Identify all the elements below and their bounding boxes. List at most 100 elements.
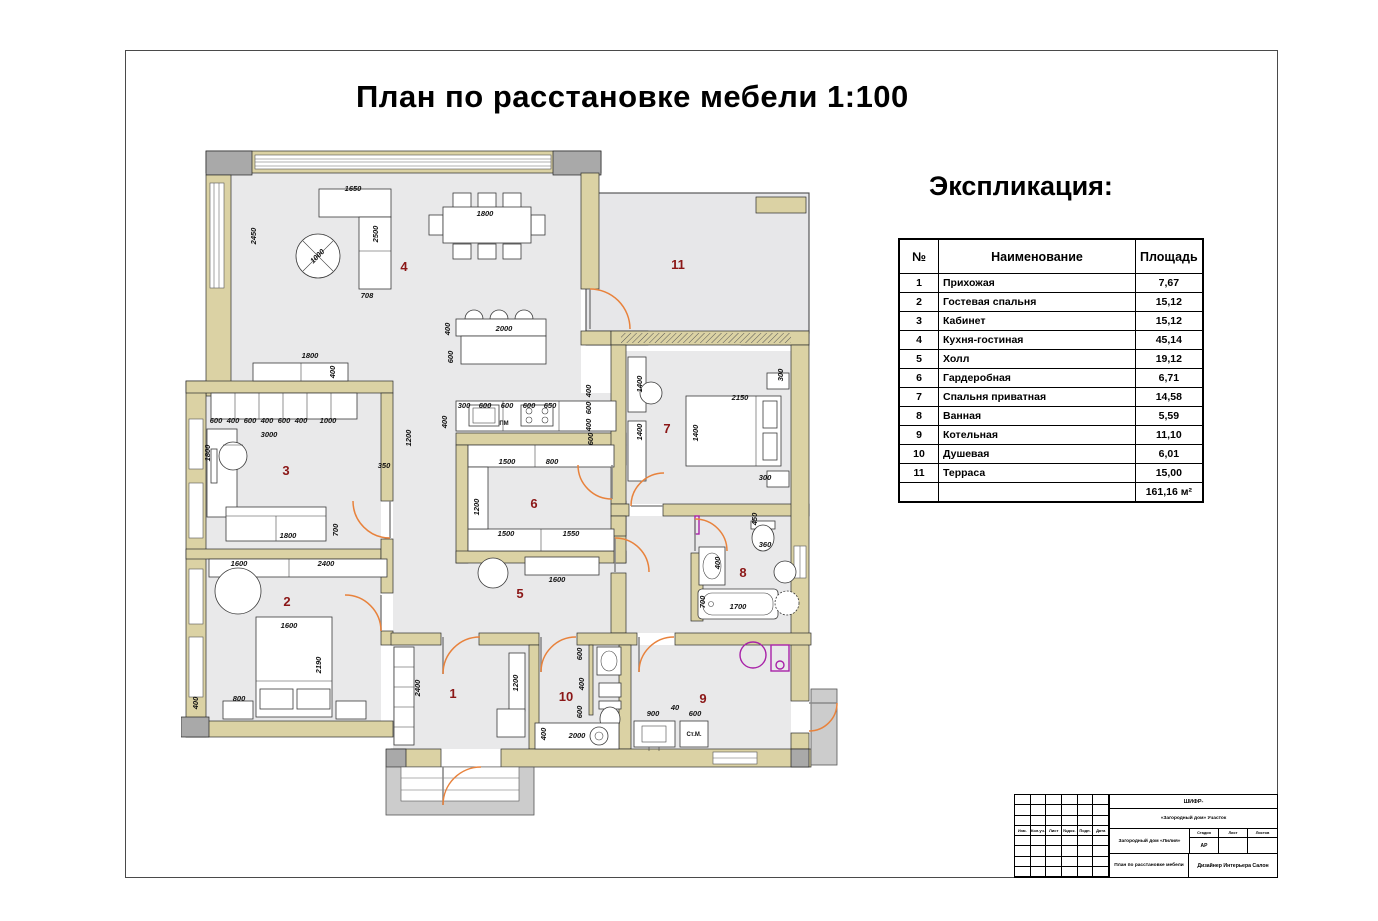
dim-text: 400 [584, 384, 593, 398]
room-area: 45,14 [1134, 330, 1204, 350]
dim-text: 2500 [371, 225, 380, 244]
dim-text: 600 [523, 401, 536, 410]
dim-text: 400 [577, 677, 586, 691]
dim-text: 1600 [281, 621, 299, 630]
door-arc [614, 537, 650, 573]
dim-text: 600 [575, 647, 584, 660]
room-name: Гостевая спальня [938, 292, 1136, 312]
dim-text: 2150 [731, 393, 750, 402]
pouf [214, 567, 262, 615]
door-arc [344, 594, 382, 632]
nightstand [766, 372, 790, 390]
shelving [210, 392, 358, 420]
dim-text: 1200 [511, 674, 520, 692]
room-num: 5 [898, 349, 939, 369]
counter [534, 722, 620, 750]
stage-cell: Стадия АР [1190, 829, 1219, 853]
washbasin [596, 646, 622, 676]
dim-text: 600 [244, 416, 257, 425]
terrace-wall-block [755, 196, 807, 214]
dim-text: 600 [575, 705, 584, 718]
revision-headers: Изм. Кол.уч. Лист №док. Подп. Дата [1015, 825, 1110, 836]
explication-heading: Экспликация: [929, 171, 1113, 201]
room-name: Терраса [938, 463, 1136, 483]
dim-text: 450 [750, 512, 759, 526]
room-area: 11,10 [1134, 425, 1204, 445]
room-number: 11 [671, 257, 685, 272]
stool [639, 381, 663, 405]
room-number: 1 [449, 686, 456, 701]
door-arc [442, 636, 481, 675]
room-num: 4 [898, 330, 939, 350]
shelf [598, 682, 622, 698]
explication-total-row: 161,16 м² [898, 482, 1204, 503]
dim-text: 400 [260, 416, 274, 425]
room-number: 4 [400, 259, 408, 274]
dim-text: 700 [698, 595, 707, 608]
room-area: 19,12 [1134, 349, 1204, 369]
dim-text: 800 [546, 457, 559, 466]
dim-text: 1500 [499, 457, 517, 466]
room6-furniture [467, 444, 615, 552]
room-area: 6,71 [1134, 368, 1204, 388]
room3-furniture [206, 392, 358, 542]
dim-text: 300 [759, 473, 772, 482]
room-number: 10 [559, 689, 573, 704]
dim-text: 400 [584, 418, 593, 432]
room-name: Прихожая [938, 273, 1136, 293]
dim-text: 1700 [730, 602, 748, 611]
total-area: 161,16 м² [1134, 482, 1204, 503]
toilet [750, 520, 776, 552]
room-name: Душевая [938, 444, 1136, 464]
room-name: Котельная [938, 425, 1136, 445]
project-name: Загородный дом «Лилия» [1110, 829, 1190, 853]
room-num: 2 [898, 292, 939, 312]
guest-bed [222, 616, 367, 720]
dim-text: 1400 [635, 375, 644, 393]
dim-text: 1500 [498, 529, 516, 538]
door-arc [694, 518, 728, 552]
dim-text: 2000 [495, 324, 514, 333]
room-area: 15,12 [1134, 311, 1204, 331]
room10-furniture [534, 646, 622, 750]
dim-text: 600 [501, 401, 514, 410]
dim-text: 1800 [203, 444, 212, 462]
col-header-area: Площадь [1134, 238, 1204, 274]
dim-text: 2190 [314, 656, 323, 675]
dim-text: 2000 [568, 731, 587, 740]
office-sofa [225, 506, 327, 542]
dim-text: 1550 [563, 529, 581, 538]
master-bed [685, 372, 790, 488]
room4-furniture [252, 188, 617, 432]
room-num: 8 [898, 406, 939, 426]
plan-label: Ст.М. [686, 732, 701, 738]
dim-text: 600 [584, 401, 593, 414]
dim-text: 400 [713, 556, 722, 570]
room-number: 2 [283, 594, 290, 609]
dim-text: 1200 [404, 429, 413, 447]
room-number: 6 [530, 496, 537, 511]
dim-text: 300 [776, 368, 785, 381]
dryer [633, 720, 676, 751]
stage-value: АР [1200, 842, 1208, 849]
dim-text: 400 [226, 416, 240, 425]
door-arc [808, 702, 838, 732]
dim-text: 400 [443, 322, 452, 336]
door-arc [442, 766, 482, 806]
col-header-name: Наименование [938, 238, 1136, 274]
dim-text: 1400 [635, 423, 644, 441]
shelf [208, 558, 388, 578]
room-name: Гардеробная [938, 368, 1136, 388]
